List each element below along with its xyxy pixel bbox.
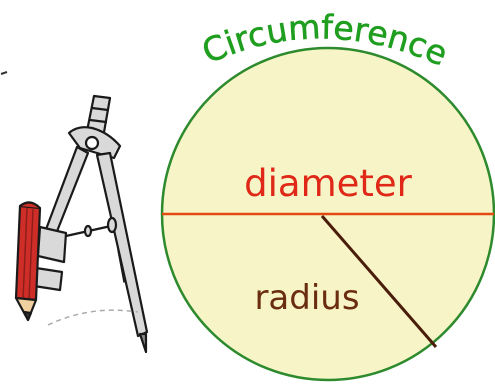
pencil-icon [16, 202, 40, 320]
drawing-compass-icon [34, 96, 147, 352]
diameter-label: diameter [244, 162, 413, 205]
radius-label: radius [254, 278, 359, 318]
decorative-dash [1, 72, 7, 74]
compass-arc-trace [48, 310, 138, 325]
